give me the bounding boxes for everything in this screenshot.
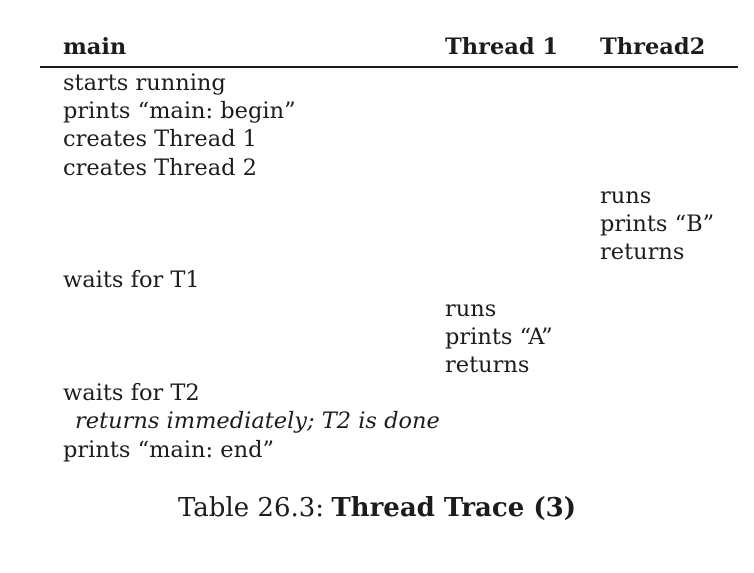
cell-thread2	[600, 323, 738, 351]
cell-thread1	[445, 69, 600, 97]
table-row: creates Thread 2	[40, 154, 738, 182]
thread-trace-table: main Thread 1 Thread2 starts running pri…	[40, 33, 738, 464]
table-row: starts running	[40, 69, 738, 97]
cell-thread1	[445, 266, 600, 294]
cell-thread2: returns	[600, 239, 685, 266]
caption-title: Thread Trace (3)	[331, 493, 577, 523]
cell-thread2	[600, 295, 738, 323]
cell-thread1	[445, 238, 600, 266]
cell-thread1: runs	[445, 295, 497, 322]
cell-main: waits for T1	[63, 267, 200, 294]
table-row: waits for T1	[40, 266, 738, 294]
cell-thread2	[600, 154, 738, 182]
cell-main	[40, 210, 445, 238]
cell-thread2	[600, 97, 738, 125]
table-row: returns	[40, 351, 738, 379]
cell-thread2	[600, 407, 738, 435]
column-header-thread1: Thread 1	[445, 34, 559, 60]
cell-main	[40, 238, 445, 266]
cell-main: waits for T2	[63, 380, 200, 407]
table-body: starts running prints “main: begin” crea…	[40, 68, 738, 464]
table-row: returns immediately; T2 is done	[40, 407, 738, 435]
column-header-thread2: Thread2	[600, 34, 706, 60]
table-header-row: main Thread 1 Thread2	[40, 33, 738, 68]
cell-main	[40, 323, 445, 351]
cell-thread1	[445, 125, 600, 153]
cell-thread1	[445, 97, 600, 125]
cell-thread1	[445, 210, 600, 238]
table-caption: Table 26.3:Thread Trace (3)	[0, 492, 754, 524]
table-row: prints “main: begin”	[40, 97, 738, 125]
table-row: prints “A”	[40, 323, 738, 351]
table-row: prints “main: end”	[40, 436, 738, 464]
cell-thread2	[600, 266, 738, 294]
cell-main	[40, 351, 445, 379]
cell-thread2	[600, 69, 738, 97]
cell-thread1	[445, 154, 600, 182]
cell-main: prints “main: end”	[63, 436, 274, 463]
table-row: returns	[40, 238, 738, 266]
cell-thread2	[600, 125, 738, 153]
table-row: creates Thread 1	[40, 125, 738, 153]
table-row: waits for T2	[40, 379, 738, 407]
cell-thread1	[445, 407, 600, 435]
cell-main	[40, 295, 445, 323]
table-row: runs	[40, 295, 738, 323]
cell-thread1: returns	[445, 352, 530, 379]
table-row: prints “B”	[40, 210, 738, 238]
cell-thread1	[445, 436, 600, 464]
cell-main: starts running	[63, 70, 226, 96]
cell-main: creates Thread 1	[63, 126, 257, 153]
caption-number: Table 26.3:	[177, 493, 325, 523]
cell-main: prints “main: begin”	[63, 98, 296, 125]
cell-main	[40, 182, 445, 210]
cell-thread2: runs	[600, 182, 652, 209]
cell-thread2	[600, 379, 738, 407]
cell-thread1: prints “A”	[445, 323, 553, 350]
cell-thread2: prints “B”	[600, 211, 715, 238]
cell-thread1	[445, 182, 600, 210]
table-row: runs	[40, 182, 738, 210]
cell-main: creates Thread 2	[63, 154, 257, 181]
cell-thread2	[600, 436, 738, 464]
cell-thread2	[600, 351, 738, 379]
cell-main-note: returns immediately; T2 is done	[75, 408, 440, 435]
cell-thread1	[445, 379, 600, 407]
column-header-main: main	[63, 34, 127, 60]
